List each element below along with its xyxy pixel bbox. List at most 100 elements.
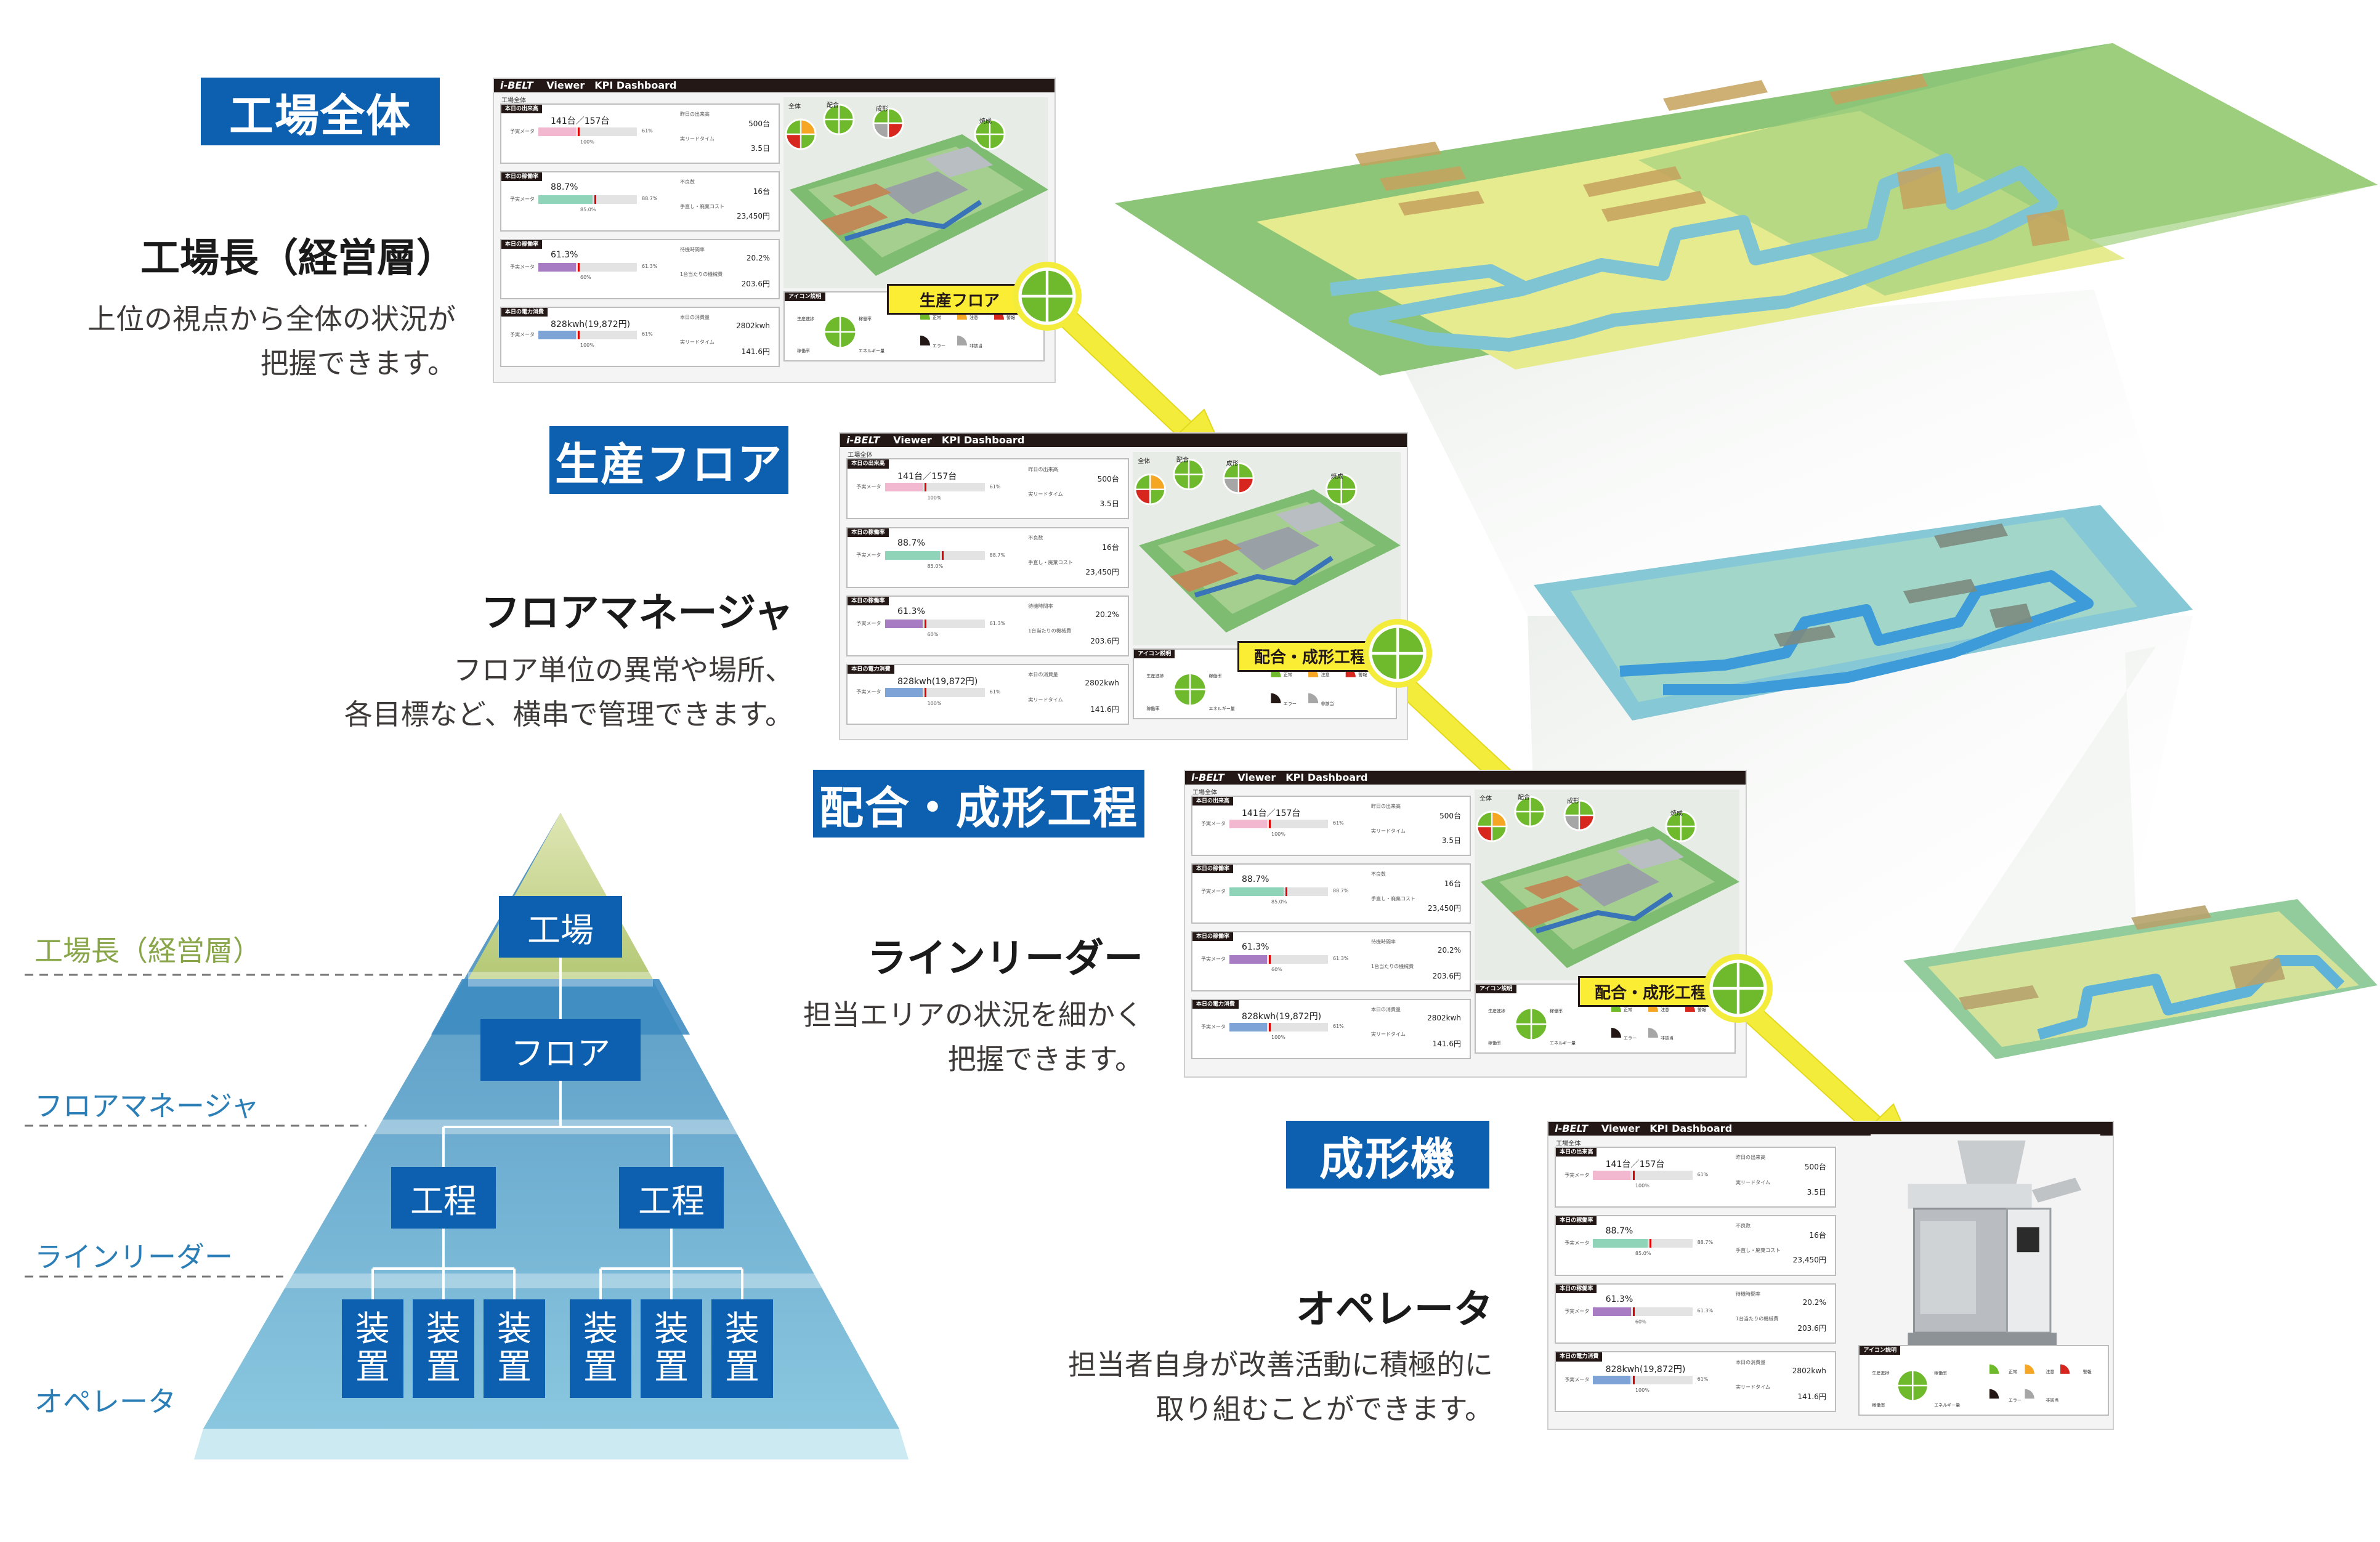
org-box-device: 装置 bbox=[570, 1299, 631, 1398]
legend-status-label: エラー bbox=[1283, 700, 1297, 706]
org-box-process: 工程 bbox=[619, 1167, 724, 1229]
kpi-percent-under: 100% bbox=[580, 139, 594, 145]
legend-status-label: 正常 bbox=[933, 315, 941, 320]
legend-item-label: エネルギー量 bbox=[1934, 1402, 1961, 1408]
legend-status-label: 正常 bbox=[2008, 1368, 2017, 1374]
kpi-caption: 本日の稼働率 bbox=[1192, 932, 1234, 941]
kpi-percent-right: 61% bbox=[642, 128, 653, 134]
role-desc-operator: 担当者自身が改善活動に積極的に 取り組むことができます。 bbox=[1068, 1342, 1493, 1431]
callout-label: 配合・成形工程 bbox=[1578, 976, 1723, 1007]
device-char: 装 bbox=[725, 1309, 759, 1349]
factory-floor-map bbox=[790, 134, 1048, 276]
factory-3d-view: 全体配合成形焼成 bbox=[1475, 789, 1739, 980]
kpi-target-marker bbox=[578, 263, 580, 272]
kpi-target-marker bbox=[1285, 887, 1288, 896]
org-box-device: 装置 bbox=[342, 1299, 403, 1398]
kpi-progress-bar bbox=[884, 688, 985, 697]
legend-status-label: 非該当 bbox=[969, 344, 982, 349]
kpi-item-label: 本日の消費量 bbox=[680, 315, 710, 320]
legend-caption: アイコン説明 bbox=[785, 293, 825, 301]
kpi-percent-under: 100% bbox=[1271, 1035, 1285, 1040]
kpi-item-label: 1台当たりの機械費 bbox=[1735, 1316, 1779, 1322]
kpi-percent-under: 60% bbox=[1635, 1319, 1646, 1325]
kpi-percent-right: 61% bbox=[642, 331, 653, 337]
kpi-percent-right: 61.3% bbox=[989, 620, 1006, 627]
kpi-meter-label: 予実メータ bbox=[856, 620, 881, 627]
legend-icons bbox=[1173, 667, 1356, 707]
kpi-percent-under: 85.0% bbox=[580, 207, 596, 212]
kpi-progress-bar bbox=[538, 263, 637, 272]
kpi-main-value: 88.7% bbox=[1242, 874, 1269, 884]
legend-caption: アイコン説明 bbox=[1476, 985, 1516, 993]
legend-icons bbox=[823, 310, 1004, 349]
status-swatch-icon bbox=[2025, 1364, 2035, 1374]
legend-item-label: 稼働率 bbox=[1488, 1041, 1501, 1046]
legend-item-label: 稼働率 bbox=[1208, 673, 1222, 679]
kpi-caption: 本日の出来高 bbox=[1556, 1148, 1597, 1157]
kpi-caption: 本日の稼働率 bbox=[848, 528, 889, 537]
zoom-target-icon bbox=[1363, 618, 1433, 688]
kpi-progress-bar bbox=[1593, 1171, 1693, 1180]
legend-status-label: エラー bbox=[2008, 1397, 2022, 1403]
kpi-caption: 本日の電力消費 bbox=[848, 665, 894, 674]
kpi-item-value: 203.6円 bbox=[1432, 972, 1461, 980]
dashboard-scope: 工場全体 bbox=[1556, 1140, 1581, 1148]
kpi-main-value: 828kwh(19,872円) bbox=[897, 677, 978, 687]
kpi-progress-fill bbox=[1229, 1023, 1267, 1031]
kpi-item-label: 待機時間率 bbox=[1371, 939, 1396, 945]
legend-item-label: 稼働率 bbox=[797, 349, 810, 353]
device-char: 置 bbox=[725, 1347, 759, 1387]
zone-status-icon bbox=[1223, 462, 1255, 494]
kpi-caption: 本日の稼働率 bbox=[1556, 1284, 1597, 1293]
kpi-target-marker bbox=[1269, 955, 1271, 964]
kpi-meter-label: 予実メータ bbox=[1201, 821, 1226, 826]
role-desc-line-leader: 担当エリアの状況を細かく 把握できます。 bbox=[803, 993, 1143, 1081]
kpi-item-value: 23,450円 bbox=[1085, 568, 1119, 577]
legend-caption: アイコン説明 bbox=[1860, 1346, 1901, 1355]
kpi-target-marker bbox=[1268, 820, 1271, 828]
kpi-progress-fill bbox=[1229, 887, 1284, 896]
zone-label: 焼成 bbox=[1670, 810, 1683, 817]
zone-status-icon bbox=[1369, 624, 1427, 682]
kpi-item-value: 23,450円 bbox=[1792, 1256, 1826, 1265]
kpi-meter-label: 予実メータ bbox=[1564, 1376, 1590, 1383]
device-char: 装 bbox=[426, 1309, 461, 1349]
org-box-process: 工程 bbox=[391, 1167, 496, 1229]
zone-status-icon bbox=[1476, 810, 1508, 842]
kpi-caption: 本日の電力消費 bbox=[1556, 1352, 1603, 1362]
kpi-item-value: 16台 bbox=[1809, 1231, 1826, 1240]
kpi-item-label: 待機時間率 bbox=[1735, 1291, 1761, 1297]
zone-status-icon bbox=[1665, 810, 1697, 842]
legend-status-label: エラー bbox=[933, 344, 945, 349]
kpi-meter-label: 予実メータ bbox=[1201, 1024, 1226, 1030]
device-char: 置 bbox=[654, 1347, 689, 1387]
kpi-item-label: 手直し・廃棄コスト bbox=[1028, 559, 1073, 566]
kpi-item-label: 1台当たりの機械費 bbox=[1028, 628, 1072, 634]
kpi-item-label: 実リードタイム bbox=[1735, 1179, 1771, 1185]
kpi-item-label: 本日の消費量 bbox=[1735, 1359, 1766, 1365]
legend-item-label: 生産進捗 bbox=[797, 317, 814, 321]
kpi-target-marker bbox=[577, 331, 580, 339]
kpi-percent-right: 61.3% bbox=[1697, 1307, 1714, 1314]
kpi-caption: 本日の稼働率 bbox=[848, 596, 889, 605]
device-char: 置 bbox=[426, 1347, 461, 1387]
kpi-percent-under: 100% bbox=[927, 494, 942, 501]
legend-status-label: 非該当 bbox=[1661, 1036, 1674, 1041]
legend-status-label: 警報 bbox=[1358, 672, 1367, 678]
kpi-item-value: 3.5日 bbox=[1099, 499, 1119, 509]
legend-status-label: 正常 bbox=[1283, 672, 1292, 678]
status-swatch-icon bbox=[1989, 1364, 1999, 1374]
legend-item-label: エネルギー量 bbox=[1208, 705, 1235, 711]
role-desc-line: フロア単位の異常や場所、 bbox=[453, 653, 793, 687]
legend-item-label: 生産進捗 bbox=[1488, 1009, 1505, 1014]
legend-status-label: エラー bbox=[1624, 1036, 1637, 1041]
kpi-progress-fill bbox=[1593, 1375, 1631, 1384]
zone-label: 全体 bbox=[1138, 458, 1151, 466]
legend-status-label: 警報 bbox=[1698, 1007, 1706, 1012]
legend-status-label: 非該当 bbox=[2046, 1397, 2059, 1403]
